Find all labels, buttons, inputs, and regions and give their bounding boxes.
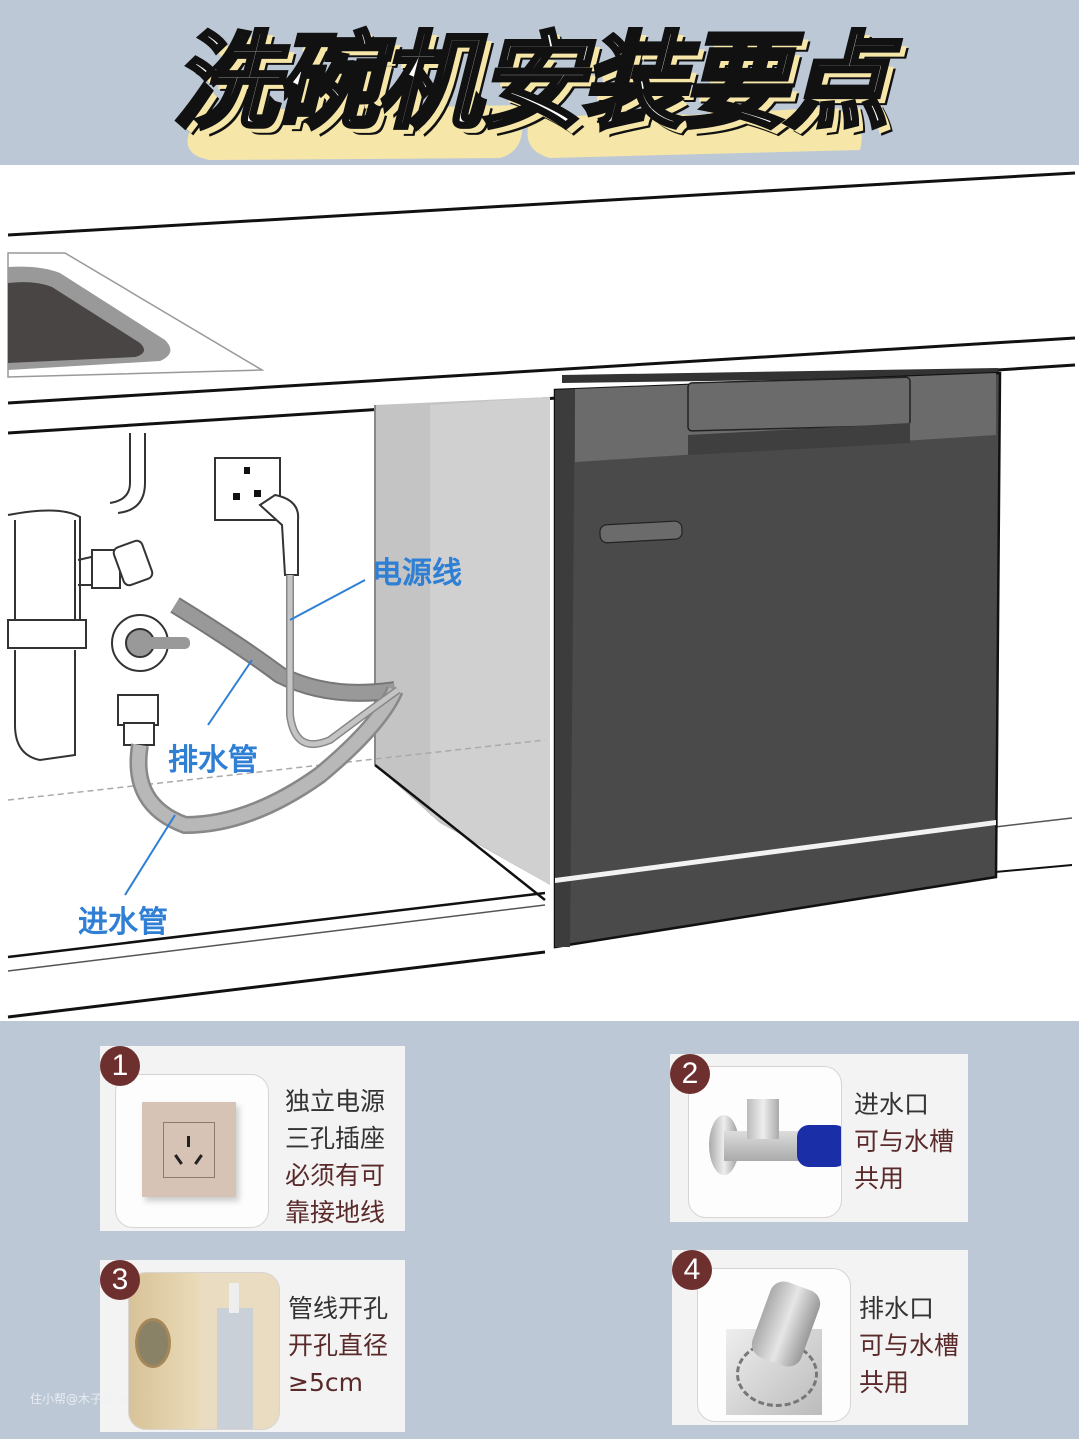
- step-badge: 4: [672, 1250, 712, 1290]
- socket-icon: [115, 1074, 269, 1228]
- header: 洗碗机安装要点: [0, 0, 1079, 165]
- installation-diagram: 电源线 排水管 进水管: [0, 165, 1079, 1021]
- step-badge: 2: [670, 1054, 710, 1094]
- tip-line: 排水口: [859, 1294, 935, 1323]
- power-cord-label: 电源线: [372, 556, 462, 591]
- floor-drain-icon: [697, 1268, 851, 1422]
- inlet-hose-leader: [124, 814, 176, 896]
- cabinet-side-panel: [374, 397, 550, 885]
- sink-drain-pipe: [7, 433, 154, 762]
- step-badge: 3: [100, 1260, 140, 1300]
- plinth-line-3: [7, 950, 546, 1019]
- water-valve-icon: [111, 614, 190, 746]
- inlet-hose-label: 进水管: [78, 905, 168, 940]
- drain-hose-label: 排水管: [168, 743, 258, 778]
- plinth-line-1: [7, 891, 546, 959]
- dishwasher-icon: [553, 368, 1002, 949]
- tip-card-hole: 3 管线开孔 开孔直径 ≥5cm: [100, 1260, 405, 1432]
- title-highlight-blobs: [187, 105, 862, 160]
- title-banner: 洗碗机安装要点: [170, 10, 891, 160]
- plinth-line-2: [7, 904, 546, 972]
- kitchen-illustration: [7, 171, 1076, 1019]
- tip-line: 开孔直径: [288, 1331, 389, 1360]
- tip-text: 排水口 可与水槽 共用: [859, 1290, 959, 1401]
- tip-line: 共用: [859, 1368, 910, 1397]
- tip-card-inlet: 2 进水口 可与水槽 共用: [670, 1054, 968, 1222]
- tip-line: 可与水槽: [859, 1331, 960, 1360]
- step-badge: 1: [100, 1046, 140, 1086]
- tip-line: 可与水槽: [854, 1127, 955, 1156]
- drain-hose-leader: [207, 659, 253, 726]
- tip-line: 三孔插座: [285, 1124, 386, 1153]
- tip-card-socket: 1 独立电源 三孔插座 必须有可 靠接地线: [100, 1046, 405, 1231]
- tip-line: 靠接地线: [285, 1198, 386, 1227]
- power-cord-leader: [289, 579, 366, 621]
- tip-line: 独立电源: [285, 1087, 386, 1116]
- tip-text: 进水口 可与水槽 共用: [854, 1086, 954, 1197]
- tip-line: 共用: [854, 1164, 905, 1193]
- tip-card-drain: 4 排水口 可与水槽 共用: [672, 1250, 968, 1425]
- floor-line: [7, 739, 546, 801]
- countertop-front-edge: [7, 336, 1076, 405]
- tip-line: 管线开孔: [288, 1294, 389, 1323]
- countertop-top-edge: [7, 171, 1076, 237]
- wall-outlet-icon: [214, 457, 300, 576]
- tip-text: 管线开孔 开孔直径 ≥5cm: [288, 1290, 388, 1401]
- tip-text: 独立电源 三孔插座 必须有可 靠接地线: [285, 1083, 385, 1231]
- tip-line: 进水口: [854, 1090, 930, 1119]
- watermark: 住小帮@木子家ya: [30, 1392, 129, 1406]
- tip-line: 必须有可: [285, 1161, 386, 1190]
- cabinet-hole-icon: [128, 1272, 280, 1430]
- angle-valve-icon: [688, 1066, 842, 1218]
- sink-icon: [7, 252, 265, 378]
- tip-line: ≥5cm: [288, 1368, 363, 1397]
- page-title: 洗碗机安装要点: [171, 20, 891, 144]
